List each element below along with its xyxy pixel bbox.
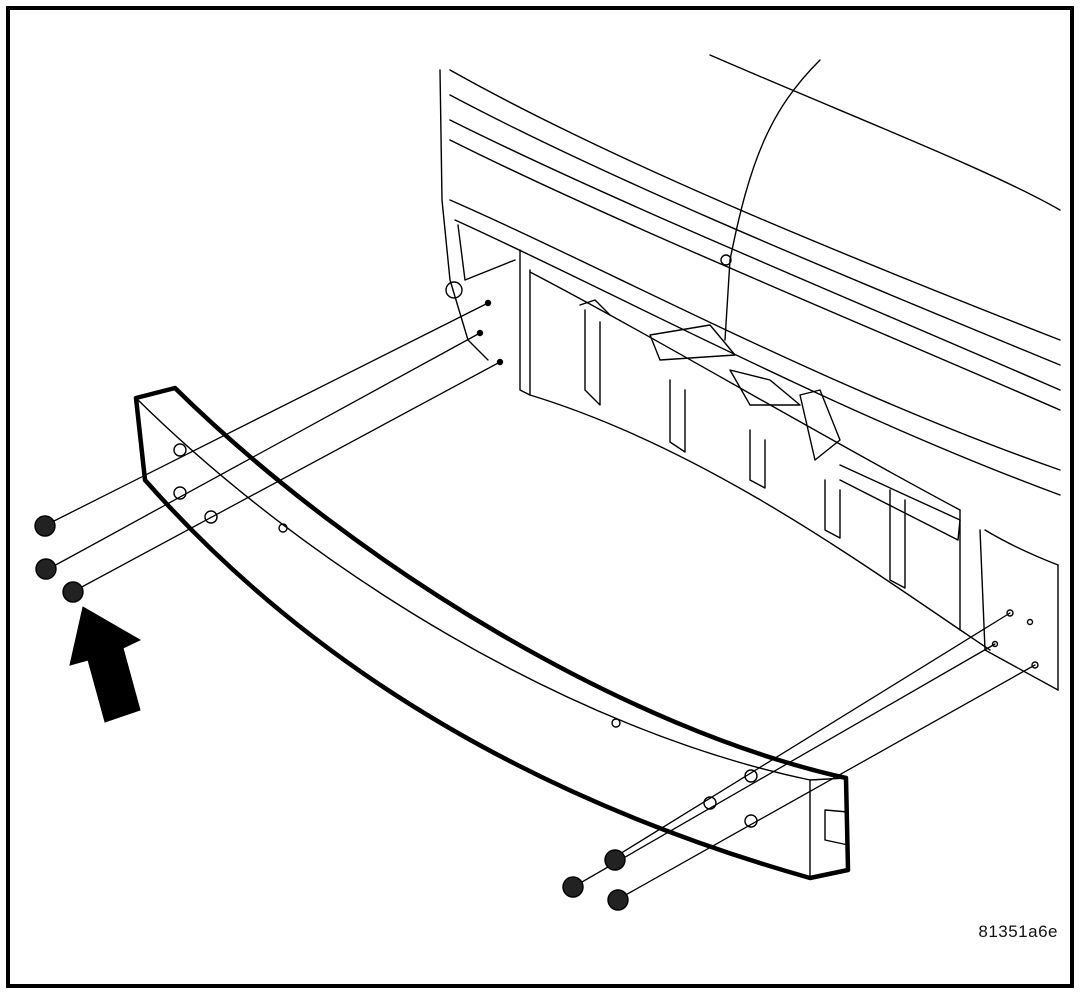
figure-frame: 81351a6e [6,6,1074,988]
bolt-leader-lines [49,302,1036,898]
bumper-reinforcement-diagram [34,54,1061,911]
nut-lower-right [607,889,629,911]
mounting-nuts [34,515,629,911]
arrow-up-icon [69,606,142,723]
vehicle-front-panel [439,54,1061,691]
support-brackets [579,299,961,589]
nut-middle-left [35,558,57,580]
nut-middle-right [562,876,584,898]
bumper-reinforcement-beam [133,385,851,881]
nut-upper-left [34,515,56,537]
nut-lower-left [62,581,84,603]
nut-upper-right [604,849,626,871]
figure-id-label: 81351a6e [978,922,1058,941]
